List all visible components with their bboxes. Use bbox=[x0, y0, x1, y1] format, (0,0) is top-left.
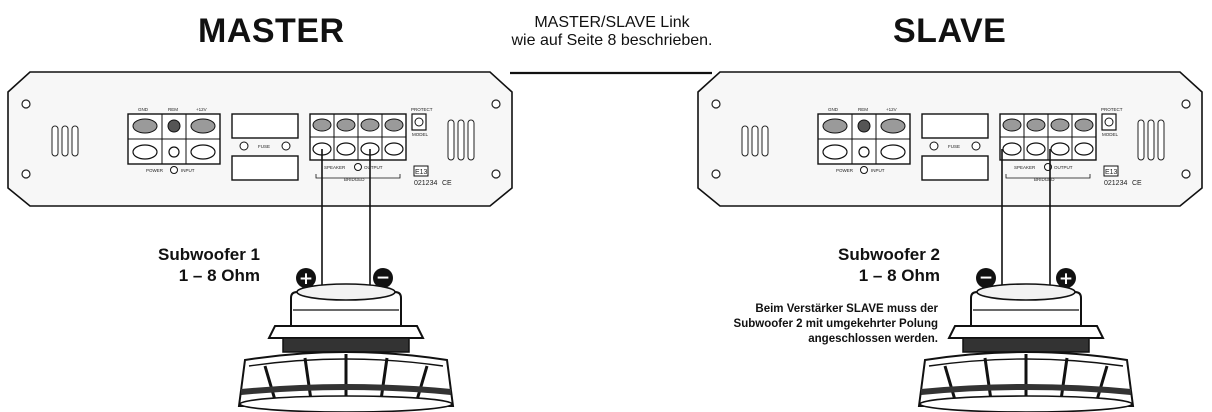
master-label-rem: REM bbox=[168, 107, 178, 112]
subwoofer-1-icon bbox=[239, 284, 453, 412]
link-caption: MASTER/SLAVE Link wie auf Seite 8 beschr… bbox=[462, 14, 762, 50]
master-label-output: OUTPUT bbox=[364, 165, 383, 170]
master-label-plus: +12V bbox=[196, 107, 207, 112]
subwoofer-2-impedance: 1 – 8 Ohm bbox=[858, 266, 940, 285]
master-label-speaker: SPEAKER bbox=[324, 165, 346, 170]
master-minus-icon: − bbox=[373, 268, 393, 288]
slave-label-speaker: SPEAKER bbox=[1014, 165, 1036, 170]
master-label-ce: CE bbox=[442, 180, 452, 187]
slave-label-gnd: GND bbox=[828, 107, 839, 112]
master-label-bridged: BRIDGED bbox=[344, 177, 365, 182]
slave-minus-icon: − bbox=[976, 268, 996, 288]
svg-text:−: − bbox=[376, 268, 390, 288]
link-caption-line2: wie auf Seite 8 beschrieben. bbox=[511, 32, 713, 49]
slave-plus-icon: + bbox=[1056, 268, 1076, 289]
slave-label-model: MODEL bbox=[1102, 132, 1119, 137]
subwoofer-1-label: Subwoofer 1 1 – 8 Ohm bbox=[90, 244, 260, 286]
svg-text:−: − bbox=[979, 268, 993, 288]
slave-label-fuse: FUSE bbox=[948, 144, 960, 149]
master-title: MASTER bbox=[198, 12, 345, 50]
slave-title: SLAVE bbox=[893, 12, 1007, 50]
link-caption-line1: MASTER/SLAVE Link bbox=[534, 14, 690, 31]
svg-text:+: + bbox=[1059, 269, 1073, 289]
slave-label-protect: PROTECT bbox=[1101, 107, 1123, 112]
master-label-input: INPUT bbox=[181, 168, 195, 173]
master-label-fuse: FUSE bbox=[258, 144, 270, 149]
slave-label-approval-no: 021234 bbox=[1104, 180, 1127, 187]
slave-label-rem: REM bbox=[858, 107, 868, 112]
subwoofer-2-label: Subwoofer 2 1 – 8 Ohm bbox=[770, 244, 940, 286]
polarity-note: Beim Verstärker SLAVE muss der Subwoofer… bbox=[733, 303, 938, 345]
master-plus-icon: + bbox=[296, 268, 316, 289]
subwoofer-2-name: Subwoofer 2 bbox=[837, 245, 940, 264]
slave-label-ce: CE bbox=[1132, 180, 1142, 187]
master-label-approval: E13 bbox=[415, 169, 428, 176]
master-label-gnd: GND bbox=[138, 107, 149, 112]
slave-panel-labels: GND REM +12V POWER INPUT FUSE SPEAKER OU… bbox=[828, 107, 1142, 187]
slave-label-bridged: BRIDGED bbox=[1034, 177, 1055, 182]
master-label-protect: PROTECT bbox=[411, 107, 433, 112]
master-panel-labels: GND REM +12V POWER INPUT FUSE SPEAKER OU… bbox=[138, 107, 452, 187]
slave-label-power: POWER bbox=[836, 168, 854, 173]
master-label-model: MODEL bbox=[412, 132, 429, 137]
master-label-approval-no: 021234 bbox=[414, 180, 437, 187]
slave-label-input: INPUT bbox=[871, 168, 885, 173]
slave-label-approval: E13 bbox=[1105, 169, 1118, 176]
slave-label-plus: +12V bbox=[886, 107, 897, 112]
subwoofer-1-impedance: 1 – 8 Ohm bbox=[178, 266, 260, 285]
slave-label-output: OUTPUT bbox=[1054, 165, 1073, 170]
master-label-power: POWER bbox=[146, 168, 164, 173]
subwoofer-1-name: Subwoofer 1 bbox=[157, 245, 260, 264]
svg-text:+: + bbox=[299, 269, 313, 289]
subwoofer-2-icon bbox=[919, 284, 1133, 412]
